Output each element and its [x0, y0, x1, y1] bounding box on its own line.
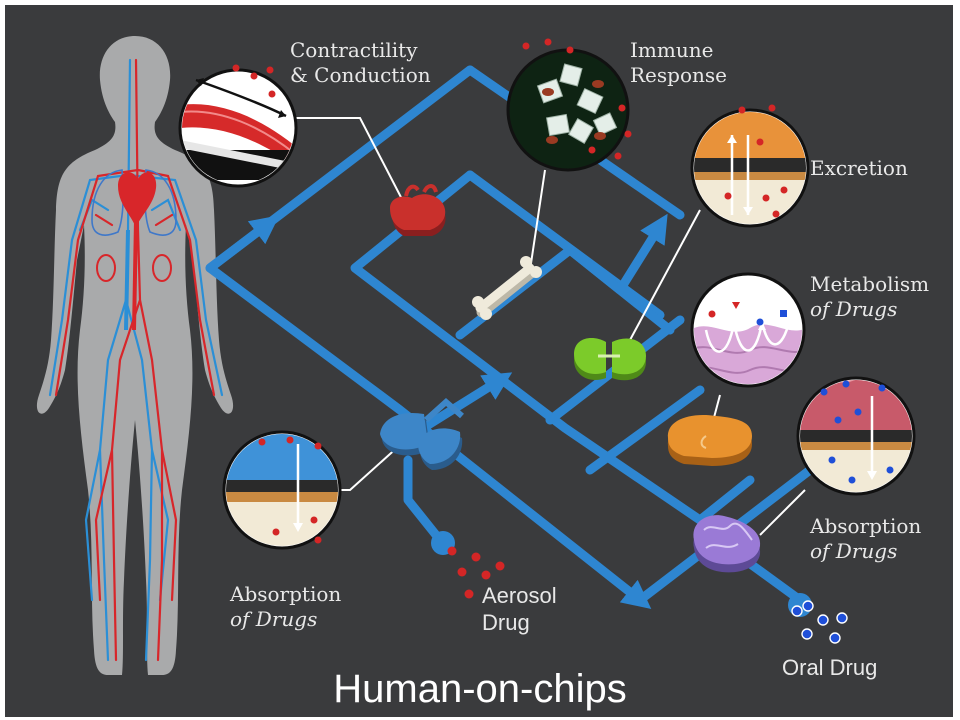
body-vena-cava — [124, 229, 130, 331]
metabolism-bubble — [690, 272, 806, 388]
metabolism-label-line2: of Drugs — [810, 297, 898, 321]
heart-chip — [390, 184, 446, 236]
absorption-left-label-line2: of Drugs — [230, 607, 318, 631]
kidney-chip — [574, 338, 646, 381]
excretion-label-line1: Excretion — [810, 156, 908, 180]
metabolism-label-line1: Metabolism — [810, 272, 930, 296]
metabolism-label: Metabolism of Drugs — [810, 272, 929, 322]
intestine-chip — [693, 515, 761, 573]
immune-label-line1: Immune — [630, 38, 714, 62]
contractility-bubble — [178, 64, 298, 188]
aerosol-label-line2: Drug — [482, 610, 530, 635]
artery-vessels — [54, 58, 216, 662]
immune-bubble — [506, 38, 632, 172]
absorption-right-label-line1: Absorption — [810, 514, 922, 538]
immune-label: Immune Response — [630, 38, 727, 88]
contractility-label-line1: Contractility — [290, 38, 418, 62]
body-aorta — [132, 219, 138, 331]
callout-leader-lines — [290, 117, 806, 536]
absorption-right-bubble — [796, 376, 916, 496]
bone-chip — [472, 256, 542, 320]
aerosol-label-line1: Aerosol — [482, 583, 557, 608]
contractility-label: Contractility & Conduction — [290, 38, 431, 88]
contractility-label-line2: & Conduction — [290, 63, 431, 87]
body-kidney-left — [96, 254, 116, 282]
aerosol-label: Aerosol Drug — [482, 582, 557, 636]
diagram-title: Human-on-chips — [333, 667, 627, 711]
oral-drug-label: Oral Drug — [782, 654, 877, 681]
absorption-left-label: Absorption of Drugs — [230, 582, 341, 632]
absorption-left-bubble — [222, 430, 342, 550]
absorption-left-label-line1: Absorption — [230, 582, 342, 606]
body-heart — [118, 172, 157, 228]
immune-label-line2: Response — [630, 63, 727, 87]
excretion-bubble — [690, 104, 810, 228]
oral-drug-label-line1: Oral Drug — [782, 655, 878, 680]
oral-drug-particles — [791, 600, 848, 644]
liver-chip — [667, 414, 752, 466]
body-kidney-right — [152, 254, 172, 282]
absorption-right-label-line2: of Drugs — [810, 539, 898, 563]
excretion-label: Excretion — [810, 156, 908, 181]
aerosol-drug-particles — [447, 546, 505, 599]
human-body-figure — [36, 36, 234, 675]
absorption-right-label: Absorption of Drugs — [810, 514, 921, 564]
lung-chip — [380, 397, 464, 470]
